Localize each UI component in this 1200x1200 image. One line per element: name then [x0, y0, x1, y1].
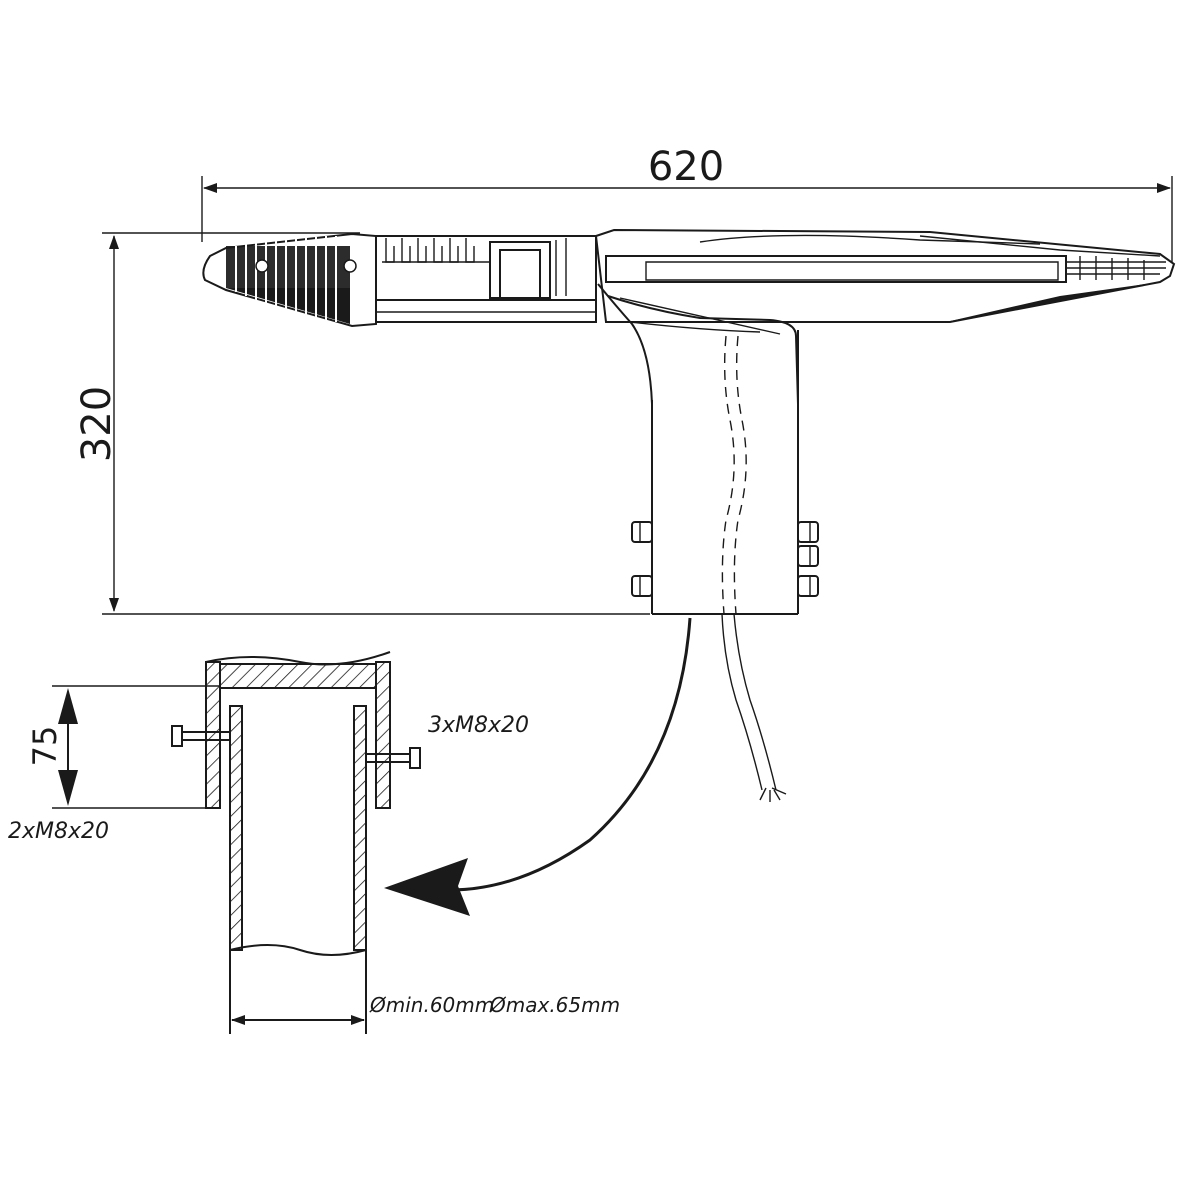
upper-bolts-label: 3xM8x20 — [428, 713, 529, 738]
pole-adapter — [597, 283, 819, 615]
bolt-icon — [631, 575, 653, 597]
mid-housing — [375, 235, 597, 323]
screw-icon — [255, 259, 269, 273]
luminaire-body — [202, 228, 1176, 328]
detail-arrow — [384, 617, 692, 916]
bolt-icon — [797, 575, 819, 597]
screw-icon — [343, 259, 357, 273]
mid-housing-fins — [382, 238, 490, 263]
lamp-head-lens — [946, 282, 1160, 322]
sleeve-depth-label: 75 — [26, 726, 64, 767]
diameter-max-label: Ømax.65mm — [489, 993, 620, 1017]
height-dimension-label: 320 — [74, 386, 120, 462]
diameter-min-label: Ømin.60mm — [369, 993, 494, 1017]
sleeve-depth-dimension: 75 — [26, 685, 220, 809]
heatsink-fins — [226, 246, 350, 324]
heatsink-cap — [202, 232, 377, 328]
height-dimension: 320 — [74, 232, 650, 615]
length-dimension-label: 620 — [648, 144, 724, 190]
bolt-icon — [797, 545, 819, 567]
bolt-icon — [797, 521, 819, 543]
lamp-head — [594, 228, 1176, 323]
lamp-head-vents — [1066, 256, 1166, 280]
power-cable — [721, 613, 787, 802]
bolt-icon — [631, 521, 653, 543]
sleeve-section — [171, 651, 421, 1034]
lower-bolts-label: 2xM8x20 — [8, 819, 109, 844]
bolt-icon — [366, 747, 421, 769]
diameter-dimension: Ømin.60mm Ømax.65mm — [231, 993, 620, 1025]
length-dimension: 620 — [201, 144, 1173, 262]
bolt-icon — [171, 725, 230, 747]
